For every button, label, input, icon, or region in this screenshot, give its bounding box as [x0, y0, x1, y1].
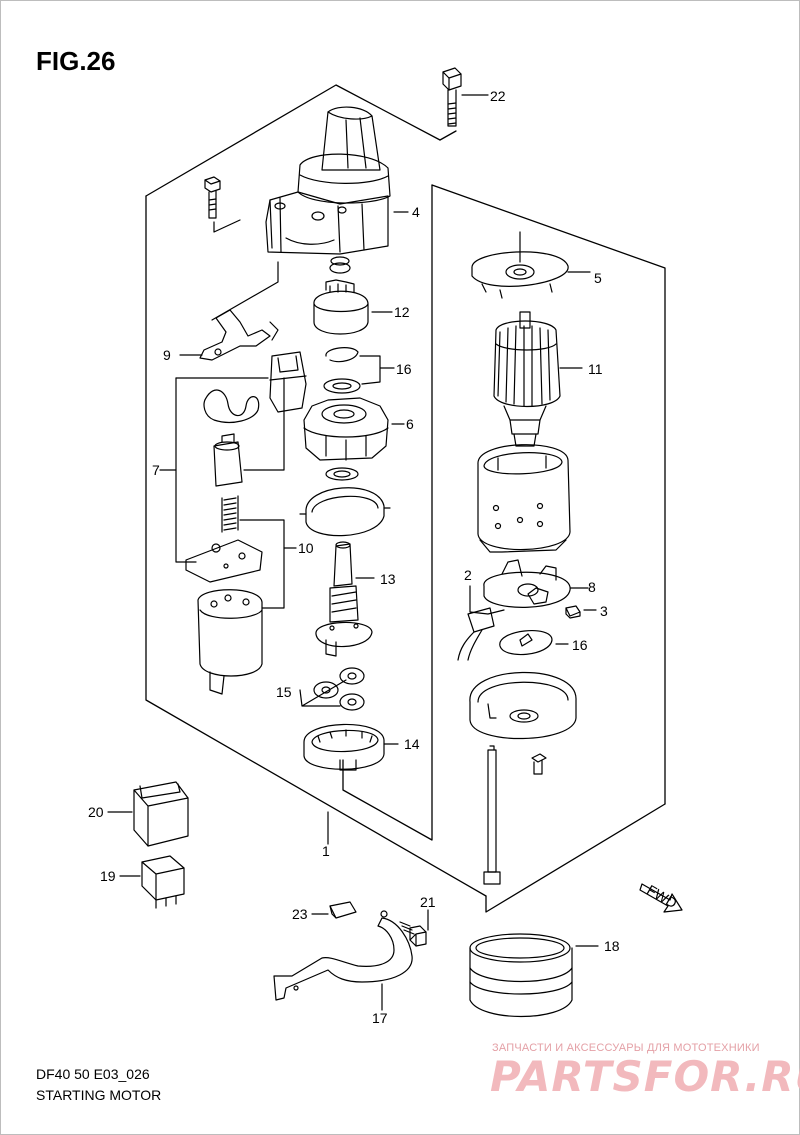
- part-6-gear-housing: [303, 397, 405, 461]
- callout-15: 15: [276, 684, 292, 700]
- callout-2: 2: [464, 567, 472, 583]
- callout-9: 9: [163, 347, 171, 363]
- callout-21: 21: [420, 894, 436, 910]
- callout-22: 22: [490, 88, 506, 104]
- callout-17: 17: [372, 1010, 388, 1026]
- yoke-frame: [477, 444, 571, 553]
- small-bolt: [204, 176, 241, 233]
- callout-20: 20: [88, 804, 104, 820]
- callout-5: 5: [594, 270, 602, 286]
- through-bolt: [483, 745, 547, 885]
- watermark-tagline: ЗАПЧАСТИ И АКСЕССУАРЫ ДЛЯ МОТОТЕХНИКИ: [492, 1042, 760, 1054]
- callout-23: 23: [292, 906, 308, 922]
- large-ring: [299, 487, 391, 537]
- callout-4: 4: [412, 204, 420, 220]
- washer: [325, 467, 359, 481]
- part-14-internal-gear: [303, 723, 399, 771]
- part-18-sleeve: [469, 933, 599, 1018]
- callout-1: 1: [322, 843, 330, 859]
- callout-19: 19: [100, 868, 116, 884]
- callout-10: 10: [298, 540, 314, 556]
- part-4-drive-housing: [265, 106, 409, 255]
- solenoid-plunger-parts: [159, 351, 307, 695]
- part-16-ring-upper: [323, 347, 395, 394]
- callout-3: 3: [600, 603, 608, 619]
- part-11-armature: [493, 311, 583, 447]
- callout-12: 12: [394, 304, 410, 320]
- part-2-lead: [457, 585, 505, 661]
- part-19-relay: [119, 855, 185, 909]
- callout-8: 8: [588, 579, 596, 595]
- part-23-clip: [311, 901, 357, 919]
- figure-code: DF40 50 E03_026: [36, 1066, 150, 1082]
- callout-16-upper: 16: [396, 361, 412, 377]
- part-12-pinion: [313, 256, 393, 335]
- part-13-shaft: [315, 541, 375, 657]
- part-21-bolt: [399, 909, 429, 947]
- callout-16-lower: 16: [572, 637, 588, 653]
- figure-caption: STARTING MOTOR: [36, 1087, 162, 1103]
- part-5-plate: [471, 231, 591, 299]
- callout-6: 6: [406, 416, 414, 432]
- callout-14: 14: [404, 736, 420, 752]
- part-9-lever: [179, 309, 279, 361]
- part-17-band: [273, 910, 413, 1011]
- figure-title: FIG.26: [36, 46, 116, 76]
- leader-line: [211, 261, 279, 321]
- callout-7: 7: [152, 462, 160, 478]
- callout-labels: 22 4 5 12 9 16 11 6 7 10 13 2 8 3 16 15 …: [88, 88, 620, 1026]
- callout-18: 18: [604, 938, 620, 954]
- fwd-arrow-icon: [639, 883, 683, 913]
- end-cover: [469, 671, 577, 740]
- part-16-washer-lower: [499, 629, 569, 656]
- part-15-gears: [299, 667, 365, 711]
- part-3-nut: [565, 605, 597, 619]
- part-20-relay: [107, 781, 189, 847]
- callout-11: 11: [588, 361, 603, 377]
- watermark-brand: PARTSFOR.RU: [490, 1052, 800, 1101]
- callout-13: 13: [380, 571, 396, 587]
- part-8-brush-holder: [483, 559, 589, 608]
- part-22-bolt: [442, 67, 489, 127]
- assembly-outline: [145, 84, 666, 913]
